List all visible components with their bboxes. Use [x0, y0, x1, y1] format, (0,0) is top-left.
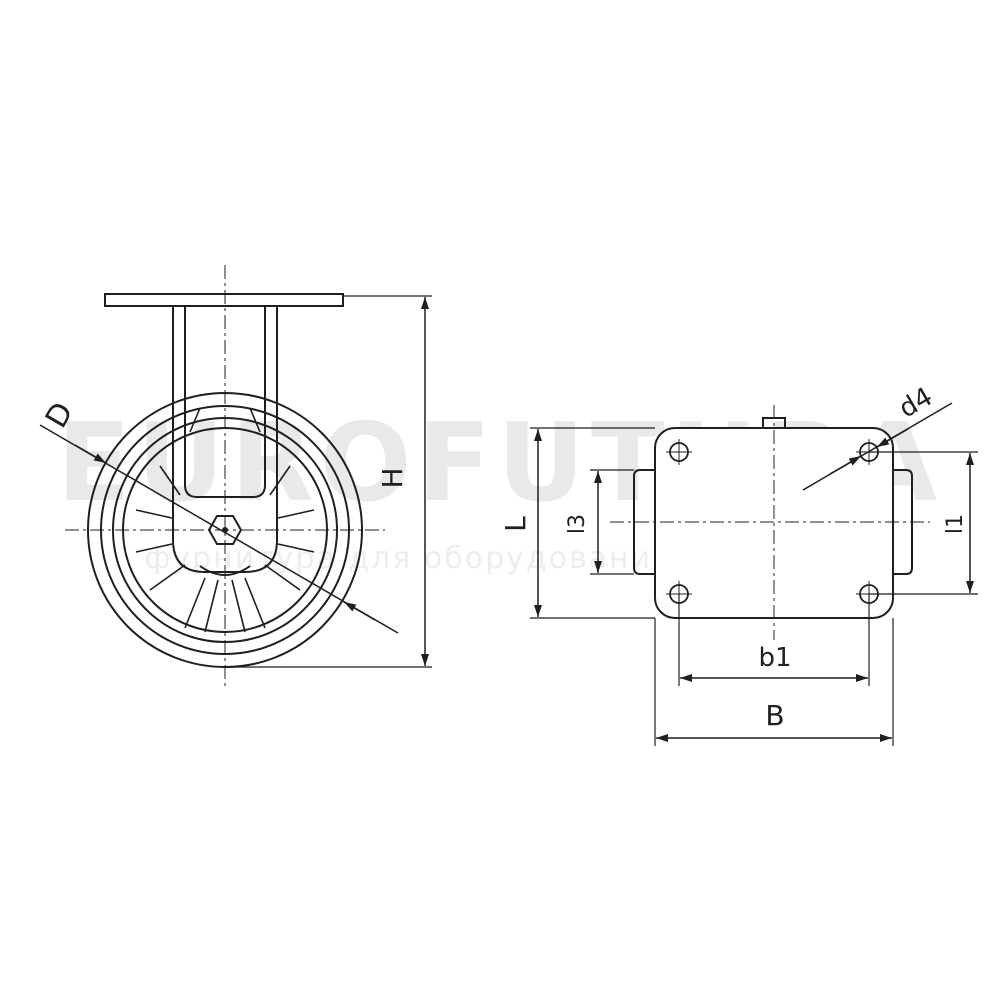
dim-D-arrow-lower: [343, 601, 376, 621]
label-H: H: [376, 467, 409, 488]
label-B: B: [765, 699, 784, 732]
top-centerlines: [610, 405, 930, 640]
side-view: [39, 265, 432, 690]
label-l1: l1: [943, 514, 968, 534]
top-plate: [104, 293, 344, 307]
top-view: [530, 402, 978, 746]
label-l3: l3: [565, 514, 590, 534]
wheel-spokes: [135, 407, 315, 633]
dim-d4-arrow-upper: [876, 428, 909, 448]
label-L: L: [499, 516, 532, 532]
side-centerlines: [65, 265, 385, 690]
wheel-projection-left: [633, 469, 655, 575]
label-b1: b1: [758, 643, 791, 673]
dim-D-arrow-upper: [74, 444, 107, 464]
dim-d4-arrow-lower: [829, 455, 862, 475]
